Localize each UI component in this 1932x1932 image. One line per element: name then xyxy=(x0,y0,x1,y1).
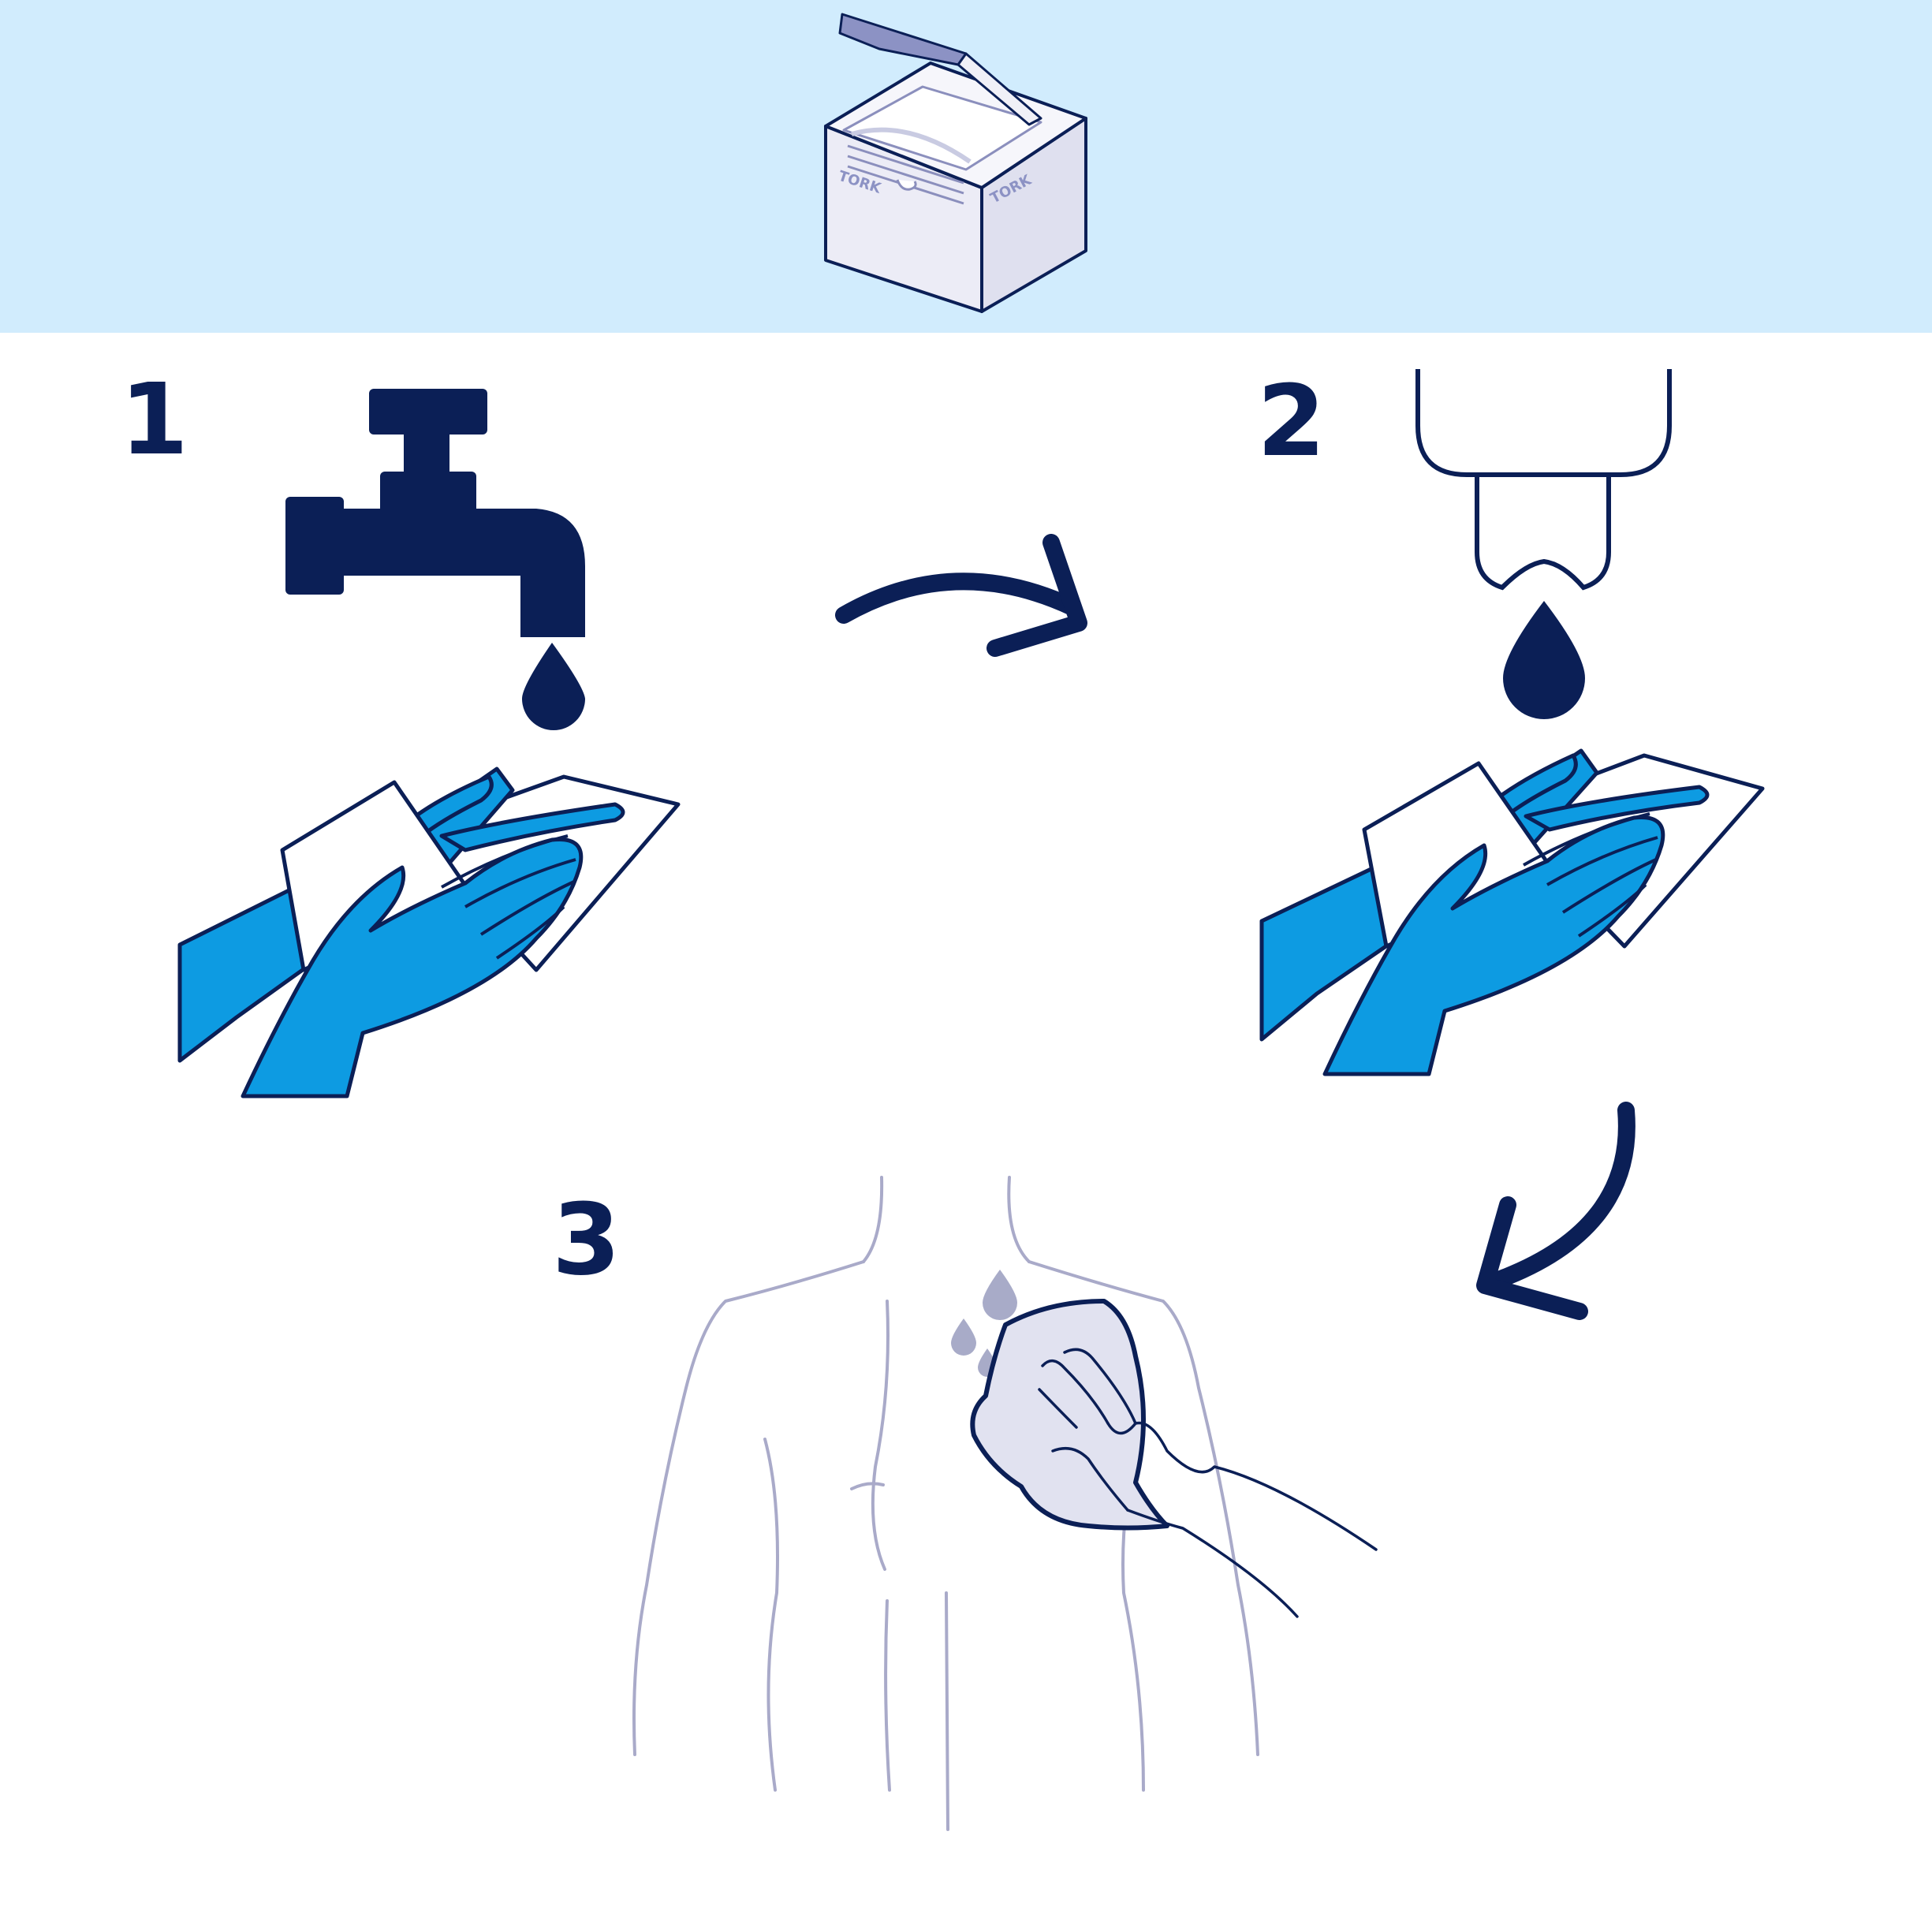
hands-with-wipe-icon-1 xyxy=(177,766,681,1098)
faucet-icon xyxy=(285,389,585,730)
tissue-box-icon: TORK TORK xyxy=(824,13,1087,313)
wipe-cloth-icon xyxy=(970,1299,1169,1531)
droplet-icon-2 xyxy=(1503,601,1585,719)
curved-arrow-right-icon xyxy=(835,534,1087,657)
step-number-2: 2 xyxy=(1257,364,1326,479)
curved-arrow-down-left-icon xyxy=(1476,1102,1635,1320)
step-number-3: 3 xyxy=(552,1183,621,1297)
hand-outline-icon xyxy=(1038,1348,1378,1618)
soap-dispenser-icon xyxy=(1415,369,1672,591)
hands-with-wipe-icon-2 xyxy=(1259,748,1765,1076)
step-number-1: 1 xyxy=(120,363,188,477)
torso-outline-icon xyxy=(632,1176,1259,1831)
